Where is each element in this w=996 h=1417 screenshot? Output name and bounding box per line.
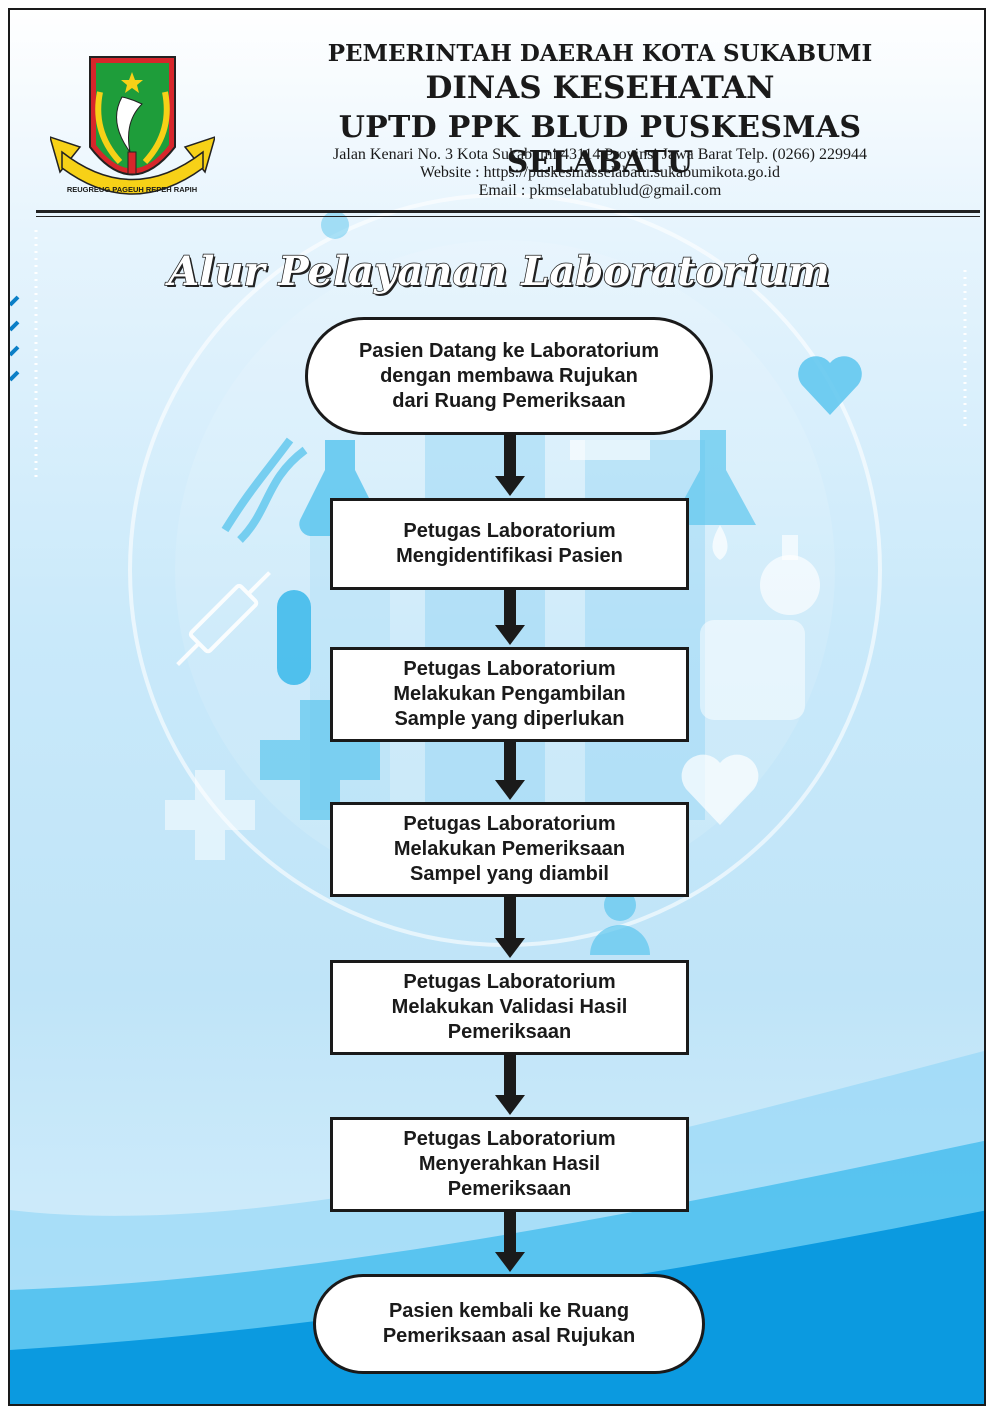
flow-step-text: Pasien kembali ke Ruang Pemeriksaan asal… xyxy=(382,1300,636,1347)
header-department: DINAS KESEHATAN xyxy=(425,70,775,106)
flow-step-validation: Petugas Laboratorium Melakukan Validasi … xyxy=(330,960,689,1055)
page-title: Alur Pelayanan Laboratorium xyxy=(167,247,830,296)
flow-step-text: Petugas Laboratorium Melakukan Validasi … xyxy=(391,971,628,1043)
arrow-shaft xyxy=(504,1212,516,1254)
arrow-shaft xyxy=(504,1055,516,1097)
arrow-head xyxy=(495,1252,525,1272)
arrow-head xyxy=(495,938,525,958)
header-address: Jalan Kenari No. 3 Kota Sukabumi 43114 P… xyxy=(333,146,867,163)
flow-step-text: Petugas Laboratorium Menyerahkan Hasil P… xyxy=(403,1128,616,1200)
arrow-shaft xyxy=(504,897,516,940)
header-divider-thin xyxy=(36,216,980,217)
arrow-shaft xyxy=(504,742,516,782)
arrow-head xyxy=(495,625,525,645)
arrow-head xyxy=(495,476,525,496)
flow-step-text: Petugas Laboratorium Melakukan Pengambil… xyxy=(393,658,626,730)
flow-step-sampling: Petugas Laboratorium Melakukan Pengambil… xyxy=(330,647,689,742)
flow-step-text: Petugas Laboratorium Melakukan Pemeriksa… xyxy=(393,813,626,885)
flow-step-text: Pasien Datang ke Laboratorium dengan mem… xyxy=(358,339,660,412)
header-government: PEMERINTAH DAERAH KOTA SUKABUMI xyxy=(327,40,873,67)
flow-step-identify: Petugas Laboratorium Mengidentifikasi Pa… xyxy=(330,498,689,590)
arrow-head xyxy=(495,1095,525,1115)
poster: REUGREUG PAGEUH REPEH RAPIH PEMERINTAH D… xyxy=(8,8,986,1406)
header-institution: UPTD PPK BLUD PUSKESMAS SELABATU xyxy=(338,110,862,180)
arrow-head xyxy=(495,780,525,800)
header-divider xyxy=(36,210,980,213)
logo-motto: REUGREUG PAGEUH REPEH RAPIH xyxy=(67,185,197,194)
flow-step-handover: Petugas Laboratorium Menyerahkan Hasil P… xyxy=(330,1117,689,1212)
arrow-shaft xyxy=(504,590,516,627)
flow-arrows xyxy=(495,435,525,1272)
header-email: Email : pkmselabatublud@gmail.com xyxy=(478,182,722,199)
city-emblem-logo: REUGREUG PAGEUH REPEH RAPIH xyxy=(50,56,215,195)
arrow-shaft xyxy=(504,435,516,478)
flow-step-end: Pasien kembali ke Ruang Pemeriksaan asal… xyxy=(313,1274,705,1374)
flow-step-text: Petugas Laboratorium Mengidentifikasi Pa… xyxy=(396,520,623,567)
header-website: Website : https://puskesmasselabatu.suka… xyxy=(420,164,780,181)
flow-step-start: Pasien Datang ke Laboratorium dengan mem… xyxy=(305,317,713,435)
flow-step-examination: Petugas Laboratorium Melakukan Pemeriksa… xyxy=(330,802,689,897)
